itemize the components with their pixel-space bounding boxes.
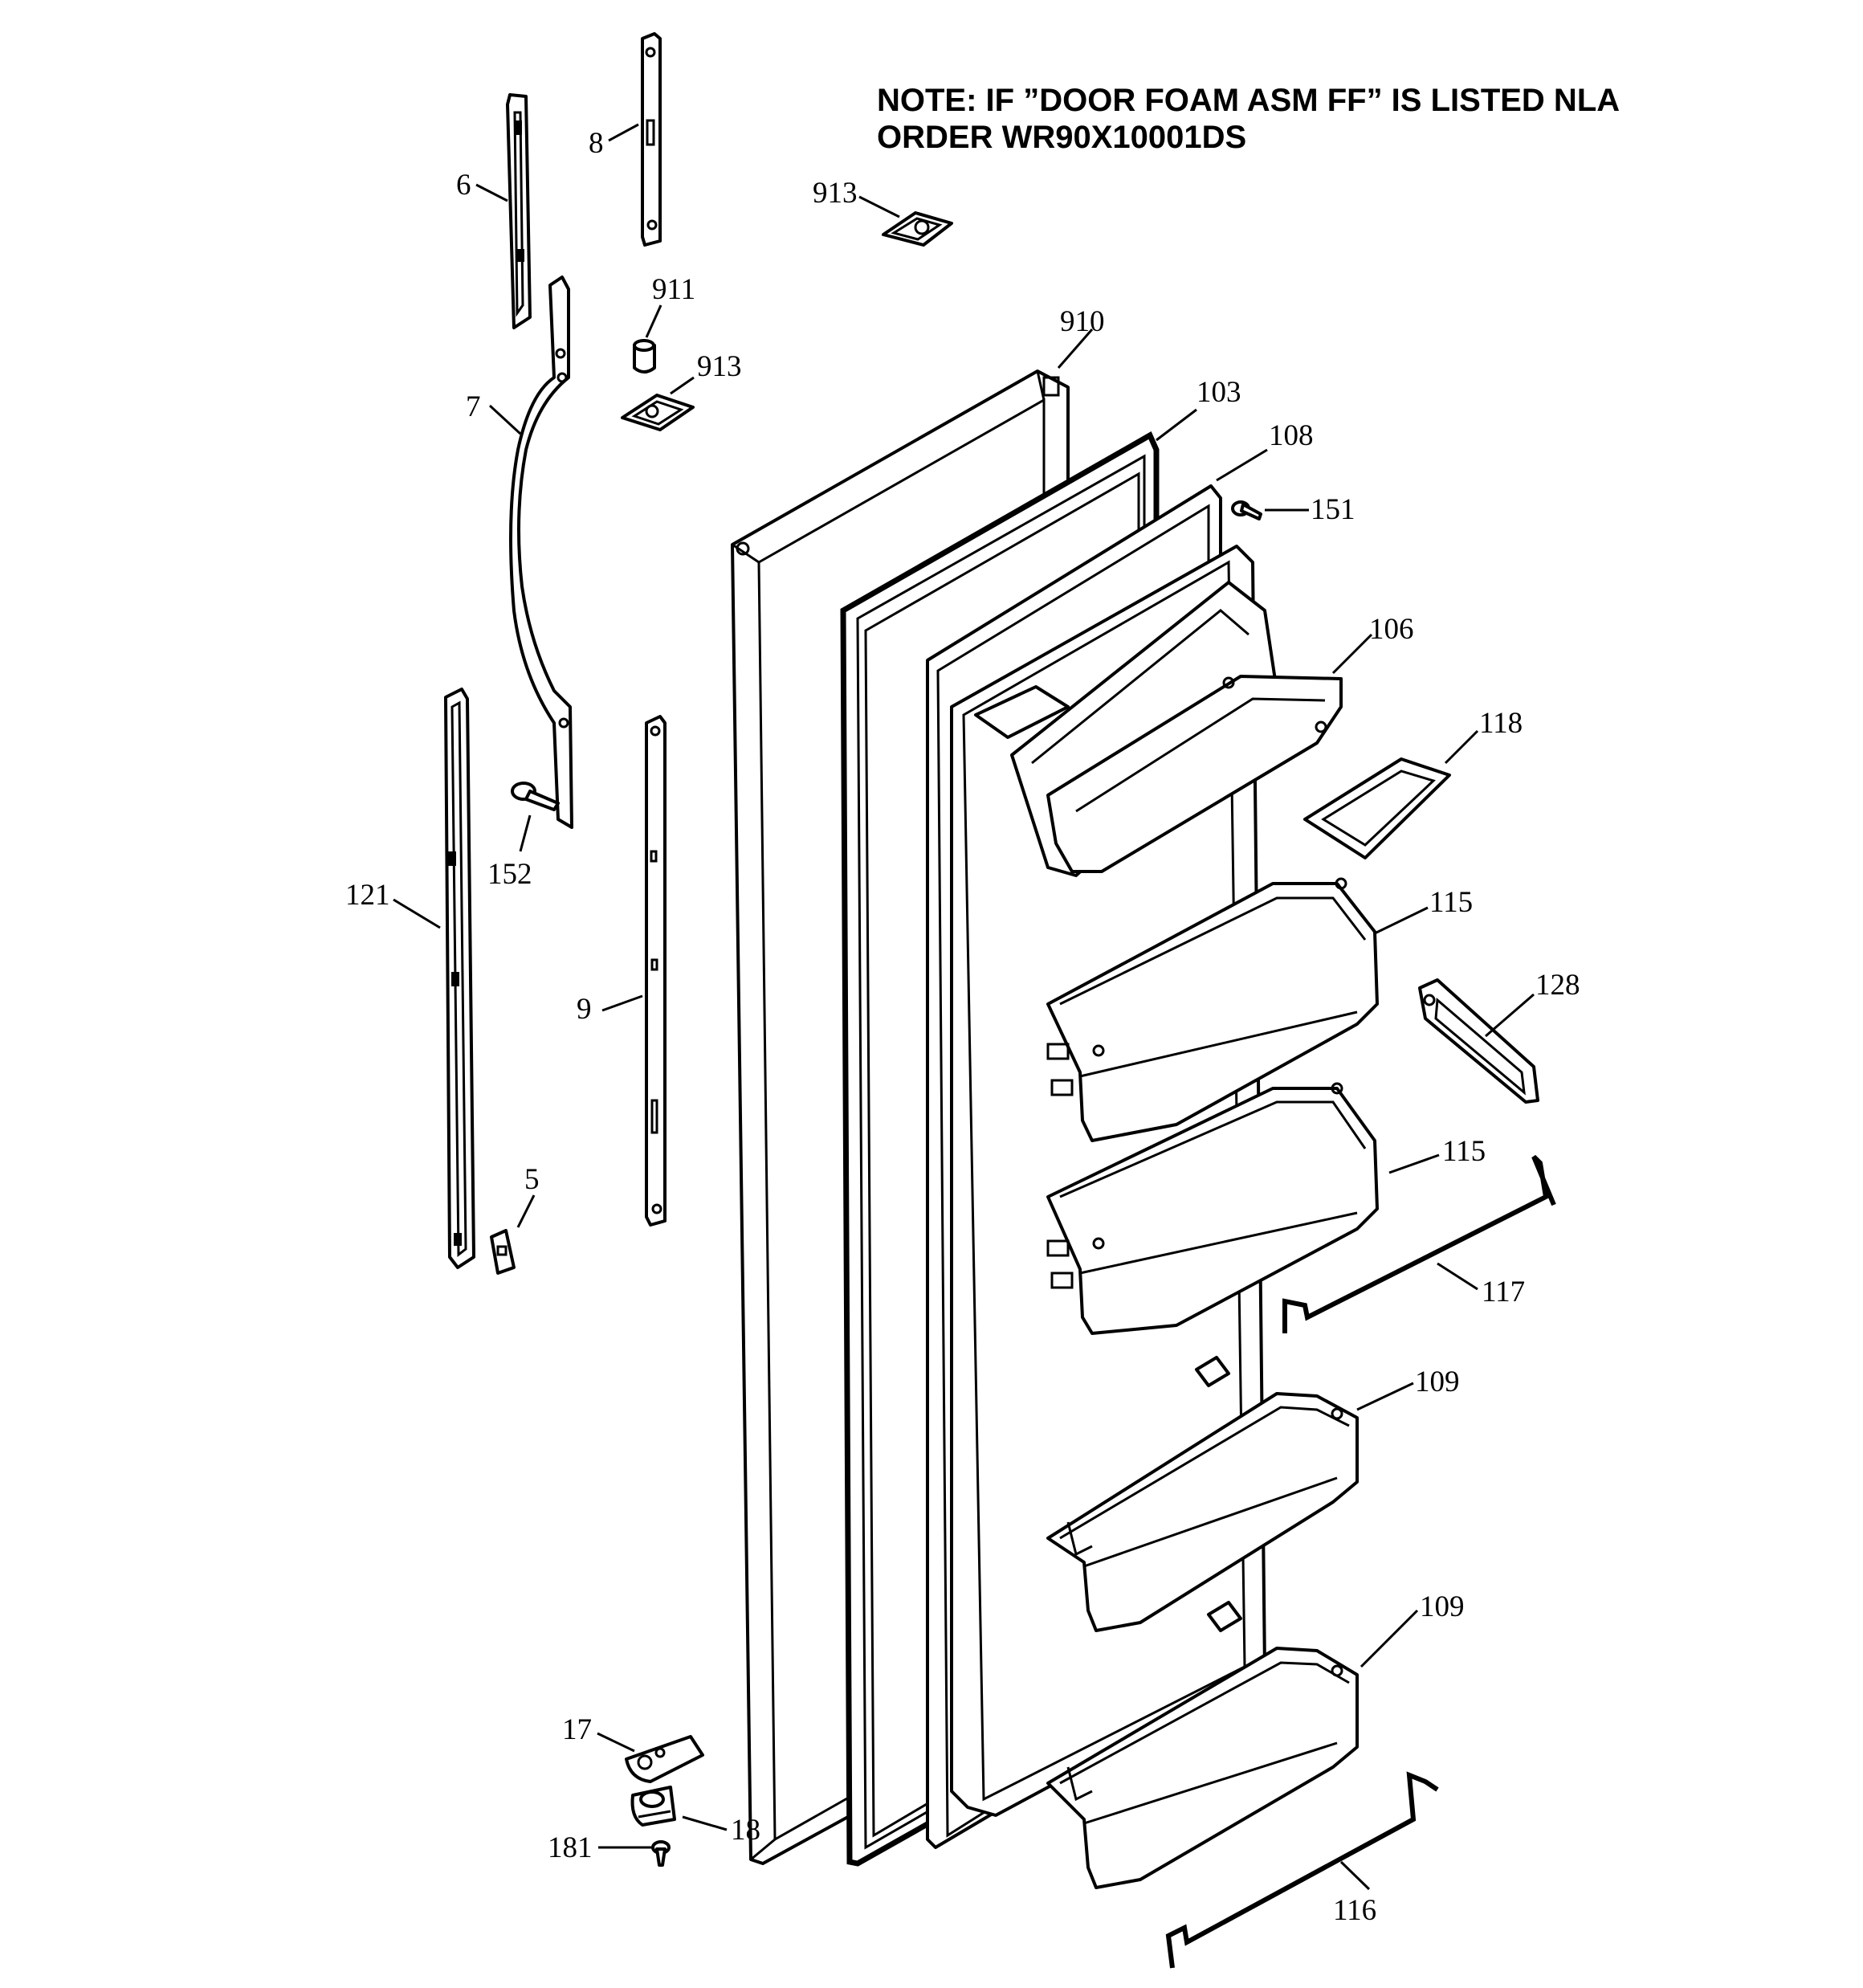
callout-109-lower: 109 [1420, 1590, 1465, 1623]
order-note: NOTE: IF ”DOOR FOAM ASM FF” IS LISTED NL… [877, 82, 1620, 156]
callout-9: 9 [577, 993, 592, 1026]
callout-913-top: 913 [813, 177, 858, 210]
part-911-bushing [633, 339, 656, 374]
part-17-hinge-plate [625, 1735, 704, 1783]
callout-106: 106 [1369, 613, 1414, 646]
part-109-shelf-upper [1046, 1356, 1359, 1632]
leader-lines [393, 123, 1535, 1891]
callout-5: 5 [524, 1163, 540, 1196]
part-9-strip [645, 715, 667, 1227]
callout-121: 121 [345, 879, 390, 912]
callout-151: 151 [1311, 493, 1355, 526]
callout-116: 116 [1333, 1894, 1376, 1927]
part-6-trim [506, 93, 532, 329]
part-913-plate-top [882, 211, 953, 247]
part-128-divider [1418, 978, 1539, 1104]
callout-910: 910 [1060, 305, 1105, 338]
callout-6: 6 [456, 169, 471, 202]
callout-128: 128 [1535, 969, 1580, 1002]
part-118-tray [1303, 757, 1451, 859]
part-115-door-bin-lower [1046, 1082, 1379, 1335]
part-116-rail [1165, 1771, 1439, 1969]
part-181-screw [651, 1840, 671, 1867]
part-152-screw [511, 782, 560, 811]
callout-181: 181 [548, 1831, 593, 1864]
callout-115-lower: 115 [1442, 1135, 1486, 1168]
callout-118: 118 [1479, 707, 1523, 740]
callout-109-upper: 109 [1415, 1365, 1460, 1398]
callout-labels: 6 8 913 911 913 910 7 103 108 151 106 11… [345, 127, 1580, 1927]
callout-18: 18 [731, 1814, 760, 1847]
callout-103: 103 [1196, 376, 1241, 409]
part-8-strip [641, 32, 662, 247]
part-18-hinge-pin [630, 1786, 676, 1827]
part-913-plate-lower [621, 394, 695, 431]
part-109-shelf-lower [1046, 1601, 1359, 1889]
callout-8: 8 [589, 127, 604, 160]
part-5-bracket [490, 1229, 516, 1275]
part-115-door-bin-upper [1046, 877, 1379, 1142]
part-117-rail [1282, 1154, 1556, 1333]
callout-913-lower: 913 [697, 350, 742, 383]
callout-152: 152 [487, 858, 532, 891]
note-line-2: ORDER WR90X10001DS [877, 120, 1247, 155]
callout-115-upper: 115 [1429, 886, 1473, 919]
note-line-1: NOTE: IF ”DOOR FOAM ASM FF” IS LISTED NL… [877, 83, 1620, 118]
callout-911: 911 [652, 273, 695, 306]
part-7-handle [509, 276, 573, 829]
callout-7: 7 [466, 390, 481, 423]
part-106-dairy-compartment [1010, 581, 1343, 877]
callout-108: 108 [1269, 419, 1314, 452]
callout-17: 17 [562, 1713, 592, 1746]
part-151-screw [1231, 500, 1262, 520]
part-121-trim [444, 688, 475, 1269]
callout-117: 117 [1482, 1276, 1525, 1308]
